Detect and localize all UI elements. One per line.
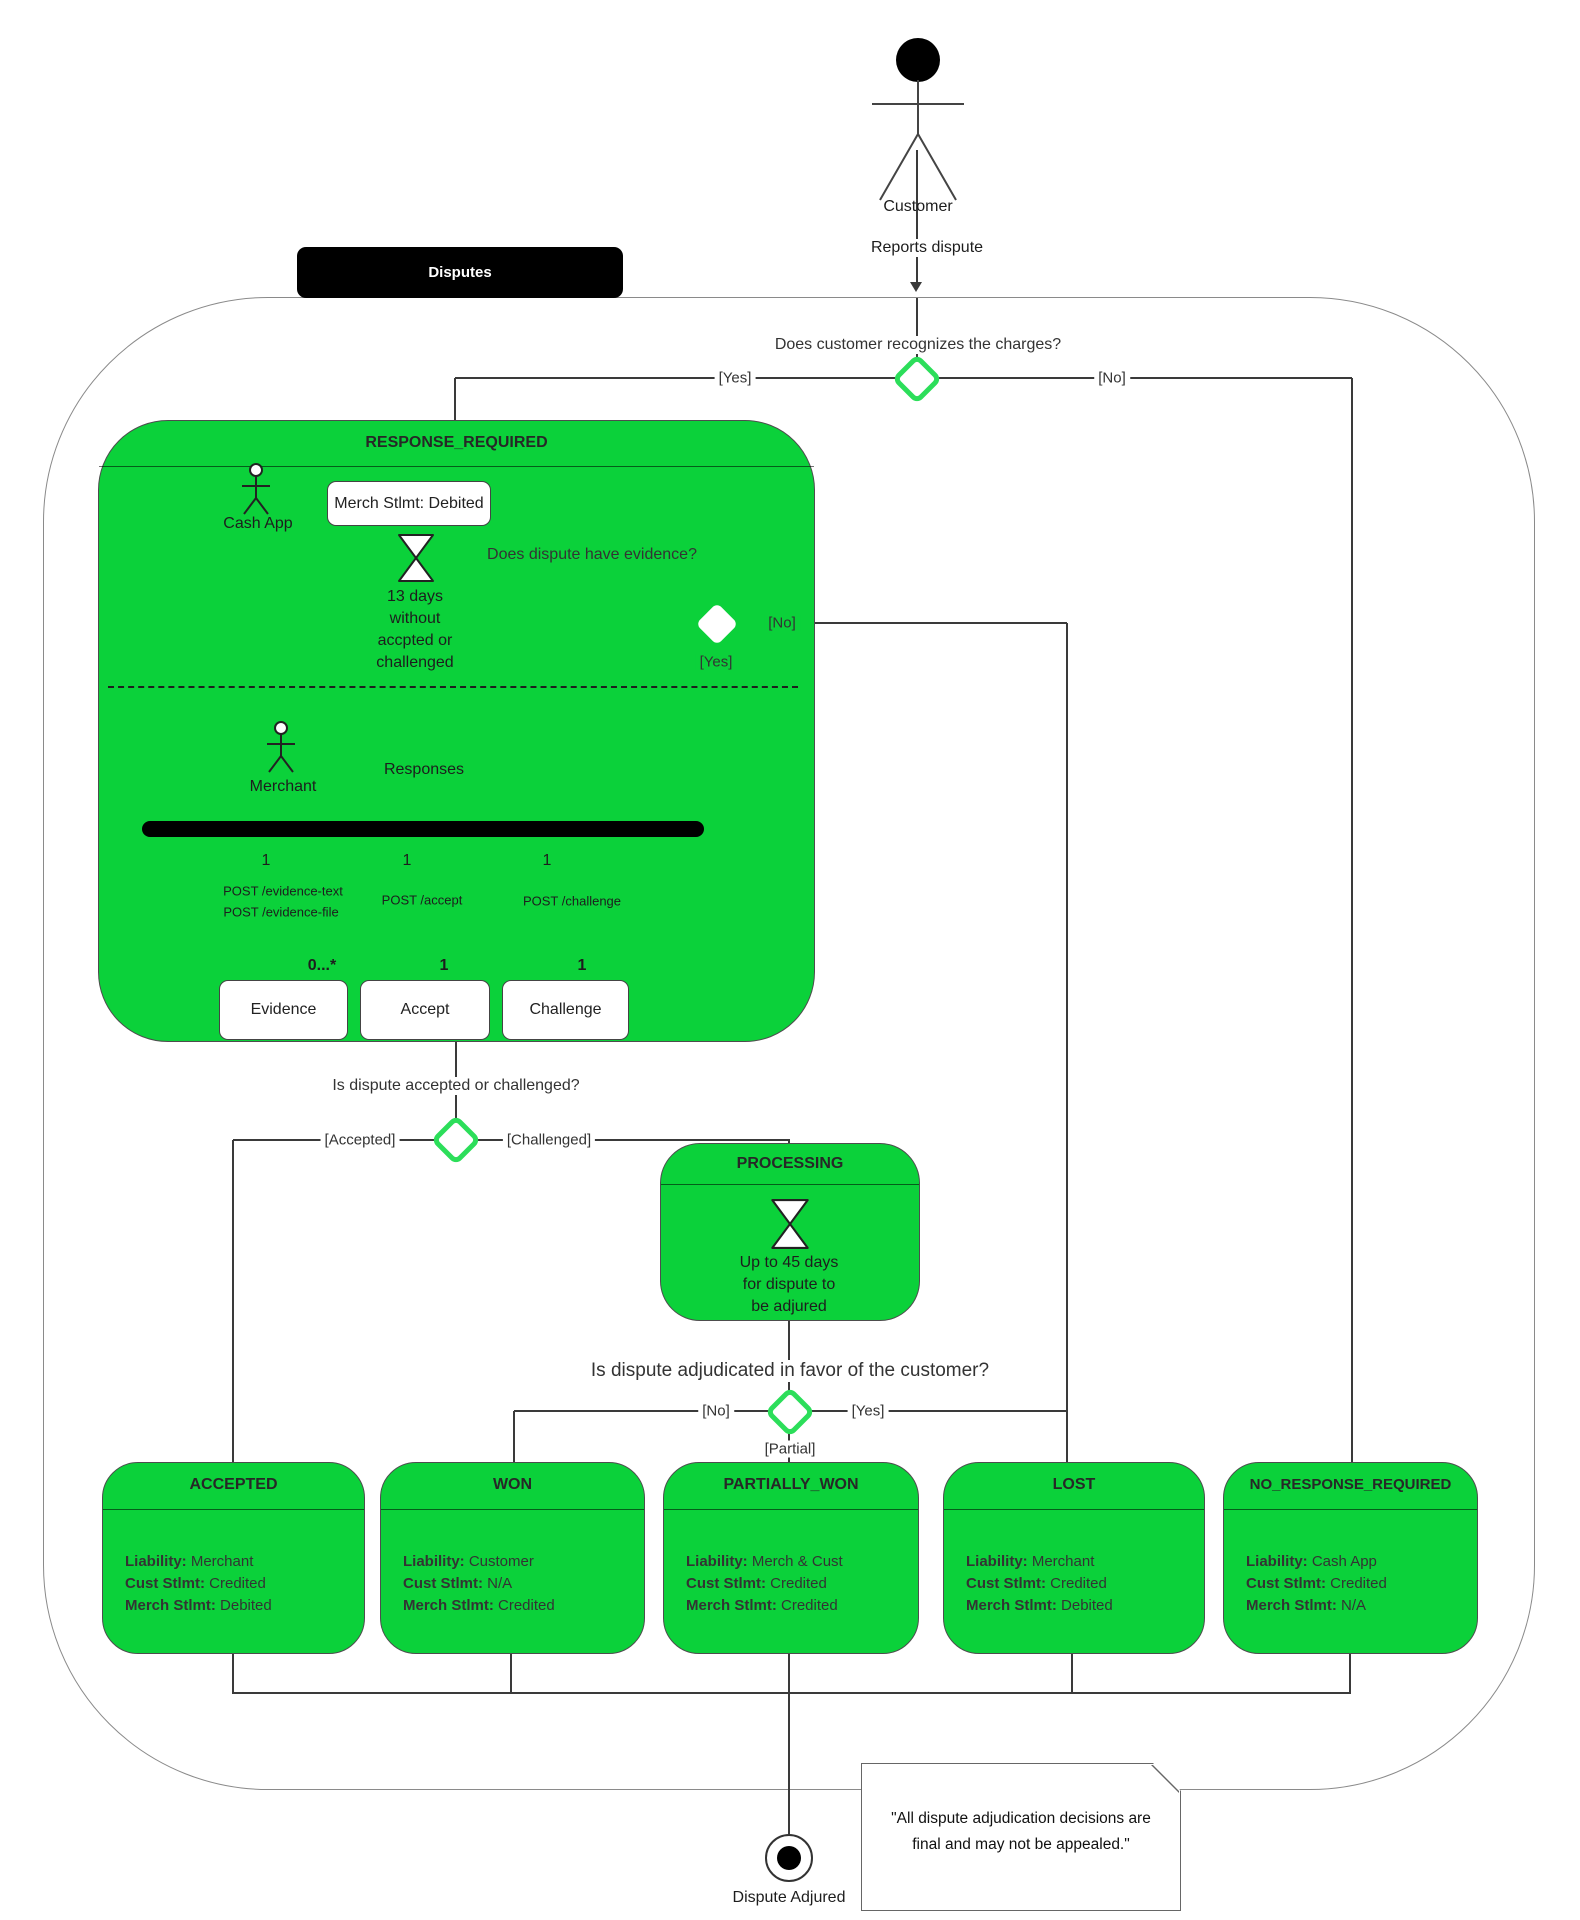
state-attributes: Liability: Merch & Cust Cust Stlmt: Cred… <box>686 1553 843 1614</box>
guard-adj-no: [No] <box>698 1402 734 1420</box>
state-attributes: Liability: Merchant Cust Stlmt: Credited… <box>966 1553 1113 1614</box>
state-title: NO_RESPONSE_REQUIRED <box>1249 1476 1452 1493</box>
action-merch-debited[interactable]: Merch Stlmt: Debited <box>327 481 491 526</box>
post-accept-label: POST /accept <box>381 892 463 908</box>
edge-yes <box>455 377 899 379</box>
edge-customer-frame <box>916 150 918 283</box>
state-attributes: Liability: Customer Cust Stlmt: N/A Merc… <box>403 1553 555 1614</box>
note[interactable]: "All dispute adjudication decisions are … <box>861 1763 1181 1911</box>
state-partially-won[interactable]: PARTIALLY_WON Liability: Merch & Cust Cu… <box>663 1462 919 1654</box>
edge <box>232 1140 234 1462</box>
guard-challenged: [Challenged] <box>502 1131 596 1149</box>
divider <box>664 1509 918 1511</box>
initial-node[interactable] <box>896 38 940 82</box>
edge <box>1071 1652 1073 1692</box>
evidence-label: Evidence <box>250 1001 317 1018</box>
state-won[interactable]: WON Liability: Customer Cust Stlmt: N/A … <box>380 1462 645 1654</box>
guard-no: [No] <box>1094 369 1130 387</box>
edge-challenged <box>473 1139 790 1141</box>
edge <box>1066 623 1068 1464</box>
edge <box>788 1692 790 1834</box>
state-attributes: Liability: Merchant Cust Stlmt: Credited… <box>125 1553 272 1614</box>
fork-bar[interactable] <box>142 821 704 837</box>
region-separator <box>108 686 798 688</box>
processing-title: PROCESSING <box>736 1155 844 1172</box>
guard-evidence-no: [No] <box>764 614 800 632</box>
edge-evidence-no <box>732 622 1067 624</box>
divider <box>944 1509 1204 1511</box>
cash-app-label: Cash App <box>223 515 293 532</box>
divider <box>103 1509 364 1511</box>
edge <box>788 1652 790 1692</box>
state-no-response-required[interactable]: NO_RESPONSE_REQUIRED Liability: Cash App… <box>1223 1462 1478 1654</box>
accept-label: Accept <box>400 1001 450 1018</box>
edge <box>232 1652 234 1692</box>
state-accepted[interactable]: ACCEPTED Liability: Merchant Cust Stlmt:… <box>102 1462 365 1654</box>
fork-mult-1: 1 <box>261 852 271 869</box>
edge <box>454 378 456 421</box>
merchant-actor-icon[interactable] <box>261 720 301 776</box>
edge-adj-yes <box>808 1410 1067 1412</box>
responses-label: Responses <box>383 761 465 778</box>
state-title: WON <box>492 1476 533 1493</box>
recognize-question: Does customer recognizes the charges? <box>771 336 1065 354</box>
merch-debited-label: Merch Stlmt: Debited <box>334 494 484 512</box>
response-question: Is dispute accepted or challenged? <box>329 1077 583 1095</box>
fork-mult-3: 1 <box>542 852 552 869</box>
state-lost[interactable]: LOST Liability: Merchant Cust Stlmt: Cre… <box>943 1462 1205 1654</box>
action-evidence[interactable]: Evidence <box>219 980 348 1040</box>
challenge-label: Challenge <box>529 1001 602 1018</box>
timer-13days-text: 13 days without accpted or challenged <box>376 588 454 671</box>
state-title: LOST <box>1052 1476 1096 1493</box>
edge <box>510 1652 512 1692</box>
evidence-question: Does dispute have evidence? <box>487 546 697 563</box>
post-challenge-label: POST /challenge <box>522 893 622 909</box>
guard-yes: [Yes] <box>714 369 756 387</box>
edge-no <box>935 377 1352 379</box>
mult-accept: 1 <box>439 957 449 974</box>
mult-challenge: 1 <box>577 957 587 974</box>
merge-bus <box>232 1692 1351 1694</box>
guard-adj-partial: [Partial] <box>760 1440 820 1458</box>
divider <box>381 1509 644 1511</box>
edge <box>916 298 918 362</box>
edge <box>513 1411 515 1462</box>
divider <box>661 1184 919 1186</box>
cash-app-actor-icon[interactable] <box>236 462 276 518</box>
post-evidence-file-label: POST /evidence-file <box>223 904 339 920</box>
post-evidence-text-label: POST /evidence-text <box>223 883 343 899</box>
state-title: PARTIALLY_WON <box>723 1476 859 1493</box>
customer-actor-icon[interactable] <box>858 78 978 204</box>
final-node-core <box>777 1846 801 1870</box>
fork-mult-2: 1 <box>402 852 412 869</box>
arrowhead <box>910 282 922 292</box>
disputes-frame-tab[interactable]: Disputes <box>297 247 623 298</box>
timer-45days-text: Up to 45 days for dispute to be adjured <box>739 1254 839 1315</box>
action-accept[interactable]: Accept <box>360 980 490 1040</box>
edge <box>1349 1652 1351 1692</box>
edge-adj-no <box>514 1410 773 1412</box>
mult-evidence: 0...* <box>307 957 337 974</box>
adjudication-question: Is dispute adjudicated in favor of the c… <box>587 1360 993 1382</box>
customer-label: Customer <box>883 198 953 215</box>
edge <box>788 1319 790 1394</box>
divider <box>1224 1509 1477 1511</box>
state-title: ACCEPTED <box>189 1476 278 1493</box>
merchant-label: Merchant <box>249 778 317 795</box>
guard-accepted: [Accepted] <box>320 1131 400 1149</box>
timer-icon <box>771 1199 809 1249</box>
final-node-label: Dispute Adjured <box>732 1889 846 1906</box>
timer-icon[interactable] <box>397 533 435 583</box>
action-challenge[interactable]: Challenge <box>502 980 629 1040</box>
edge <box>1351 378 1353 1462</box>
guard-evidence-yes: [Yes] <box>695 653 737 671</box>
disputes-frame-label: Disputes <box>428 264 492 281</box>
response-required-title: RESPONSE_REQUIRED <box>365 434 548 451</box>
reports-dispute-label: Reports dispute <box>866 239 988 257</box>
state-attributes: Liability: Cash App Cust Stlmt: Credited… <box>1246 1553 1387 1614</box>
divider <box>99 466 814 468</box>
note-text: "All dispute adjudication decisions are … <box>891 1810 1151 1853</box>
guard-adj-yes: [Yes] <box>847 1402 889 1420</box>
